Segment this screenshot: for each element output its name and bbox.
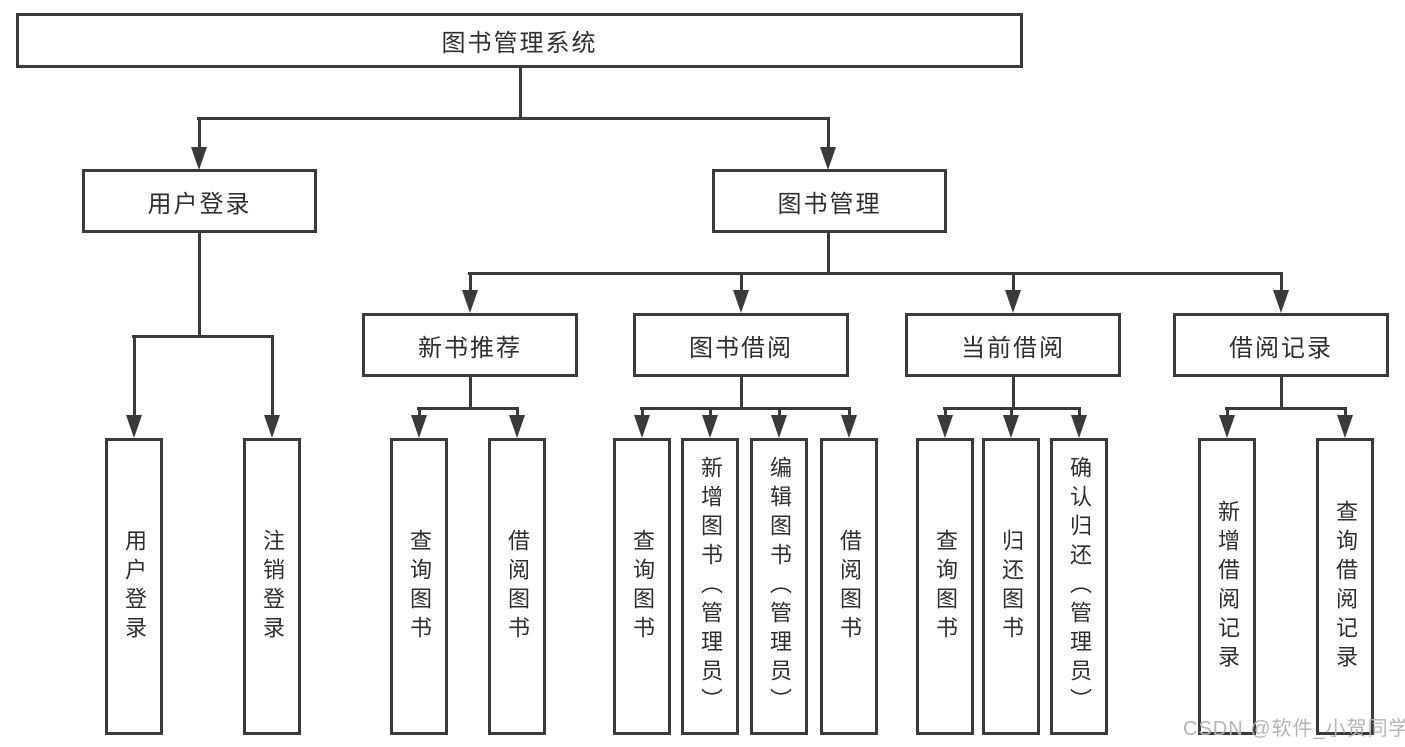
arrow-down-icon [1273, 290, 1289, 313]
leaf-add-books-admin-label: 新增图书（管理员） [698, 456, 723, 717]
connector-borrowing-rail [640, 407, 851, 410]
connector-shaft [271, 336, 274, 418]
arrow-down-icon [733, 290, 749, 313]
node-current-borrowing: 当前借阅 [905, 313, 1121, 377]
leaf-borrow-books-borrow: 借阅图书 [820, 438, 878, 735]
connector-bookmgmt-stub [827, 233, 830, 275]
connector-shaft [740, 273, 743, 293]
connector-shaft [848, 408, 851, 418]
leaf-borrow-books-recommend: 借阅图书 [488, 438, 546, 735]
connector-shaft [709, 408, 712, 418]
node-user-login: 用户登录 [82, 169, 317, 233]
connector-records-rail [1225, 407, 1347, 410]
leaf-borrow-books-recommend-label: 借阅图书 [505, 528, 530, 645]
leaf-return-books: 归还图书 [982, 438, 1040, 735]
leaf-confirm-return-admin-label: 确认归还（管理员） [1067, 456, 1092, 717]
connector-shaft [418, 408, 421, 418]
leaf-user-login: 用户登录 [105, 438, 163, 735]
connector-root-stub [519, 66, 522, 120]
node-new-book-recommend: 新书推荐 [362, 313, 578, 377]
connector-shaft [516, 408, 519, 418]
arrow-down-icon [820, 147, 836, 170]
connector-userlogin-rail [132, 335, 274, 338]
connector-borrowing-stub [740, 377, 743, 409]
arrow-down-icon [1003, 415, 1019, 438]
arrow-down-icon [191, 147, 207, 170]
arrow-down-icon [462, 290, 478, 313]
connector-records-stub [1280, 377, 1283, 409]
arrow-down-icon [1005, 290, 1021, 313]
connector-shaft [944, 408, 947, 418]
connector-recommend-rail [417, 407, 519, 410]
leaf-query-books-borrow-label: 查询图书 [630, 528, 655, 645]
node-book-management-label: 图书管理 [777, 190, 882, 218]
node-user-login-label: 用户登录 [147, 190, 252, 218]
connector-bookmgmt-rail [468, 272, 1283, 275]
arrow-down-icon [264, 415, 280, 438]
arrow-down-icon [841, 415, 857, 438]
connector-shaft [827, 118, 830, 150]
leaf-query-books-current: 查询图书 [916, 438, 974, 735]
connector-root-rail [197, 117, 830, 120]
arrow-down-icon [126, 415, 142, 438]
node-book-borrowing: 图书借阅 [633, 313, 849, 377]
connector-shaft [641, 408, 644, 418]
leaf-query-borrow-record: 查询借阅记录 [1316, 438, 1374, 735]
leaf-confirm-return-admin: 确认归还（管理员） [1050, 438, 1108, 735]
connector-current-stub [1012, 377, 1015, 409]
leaf-logout-label: 注销登录 [260, 528, 285, 645]
leaf-user-login-label: 用户登录 [122, 528, 147, 645]
leaf-add-borrow-record-label: 新增借阅记录 [1215, 499, 1240, 674]
node-book-borrowing-label: 图书借阅 [689, 334, 793, 362]
node-new-book-recommend-label: 新书推荐 [418, 334, 522, 362]
connector-shaft [1344, 408, 1347, 418]
leaf-add-books-admin: 新增图书（管理员） [681, 438, 739, 735]
arrow-down-icon [771, 415, 787, 438]
leaf-add-borrow-record: 新增借阅记录 [1198, 438, 1256, 735]
connector-shaft [1280, 273, 1283, 293]
leaf-edit-books-admin-label: 编辑图书（管理员） [767, 456, 792, 717]
connector-userlogin-stub [198, 233, 201, 337]
connector-shaft [1010, 408, 1013, 418]
leaf-edit-books-admin: 编辑图书（管理员） [750, 438, 808, 735]
leaf-borrow-books-borrow-label: 借阅图书 [837, 528, 862, 645]
node-root-label: 图书管理系统 [441, 30, 598, 57]
arrow-down-icon [509, 415, 525, 438]
connector-shaft [778, 408, 781, 418]
arrow-down-icon [634, 415, 650, 438]
node-borrowing-records-label: 借阅记录 [1229, 334, 1333, 362]
node-root: 图书管理系统 [16, 13, 1023, 68]
arrow-down-icon [1219, 415, 1235, 438]
leaf-query-books-borrow: 查询图书 [613, 438, 671, 735]
node-book-management: 图书管理 [712, 169, 947, 233]
node-current-borrowing-label: 当前借阅 [961, 334, 1065, 362]
leaf-query-books-recommend: 查询图书 [390, 438, 448, 735]
csdn-watermark: CSDN @软件_小贺同学 [1183, 718, 1405, 740]
leaf-query-books-recommend-label: 查询图书 [407, 528, 432, 645]
leaf-query-borrow-record-label: 查询借阅记录 [1333, 499, 1358, 674]
arrow-down-icon [411, 415, 427, 438]
arrow-down-icon [702, 415, 718, 438]
connector-shaft [1012, 273, 1015, 293]
connector-shaft [198, 118, 201, 150]
leaf-logout: 注销登录 [243, 438, 301, 735]
leaf-return-books-label: 归还图书 [999, 528, 1024, 645]
arrow-down-icon [1071, 415, 1087, 438]
arrow-down-icon [937, 415, 953, 438]
connector-shaft [1078, 408, 1081, 418]
connector-shaft [469, 273, 472, 293]
arrow-down-icon [1337, 415, 1353, 438]
leaf-query-books-current-label: 查询图书 [933, 528, 958, 645]
node-borrowing-records: 借阅记录 [1173, 313, 1389, 377]
connector-shaft [1226, 408, 1229, 418]
connector-recommend-stub [469, 377, 472, 409]
connector-shaft [133, 336, 136, 418]
